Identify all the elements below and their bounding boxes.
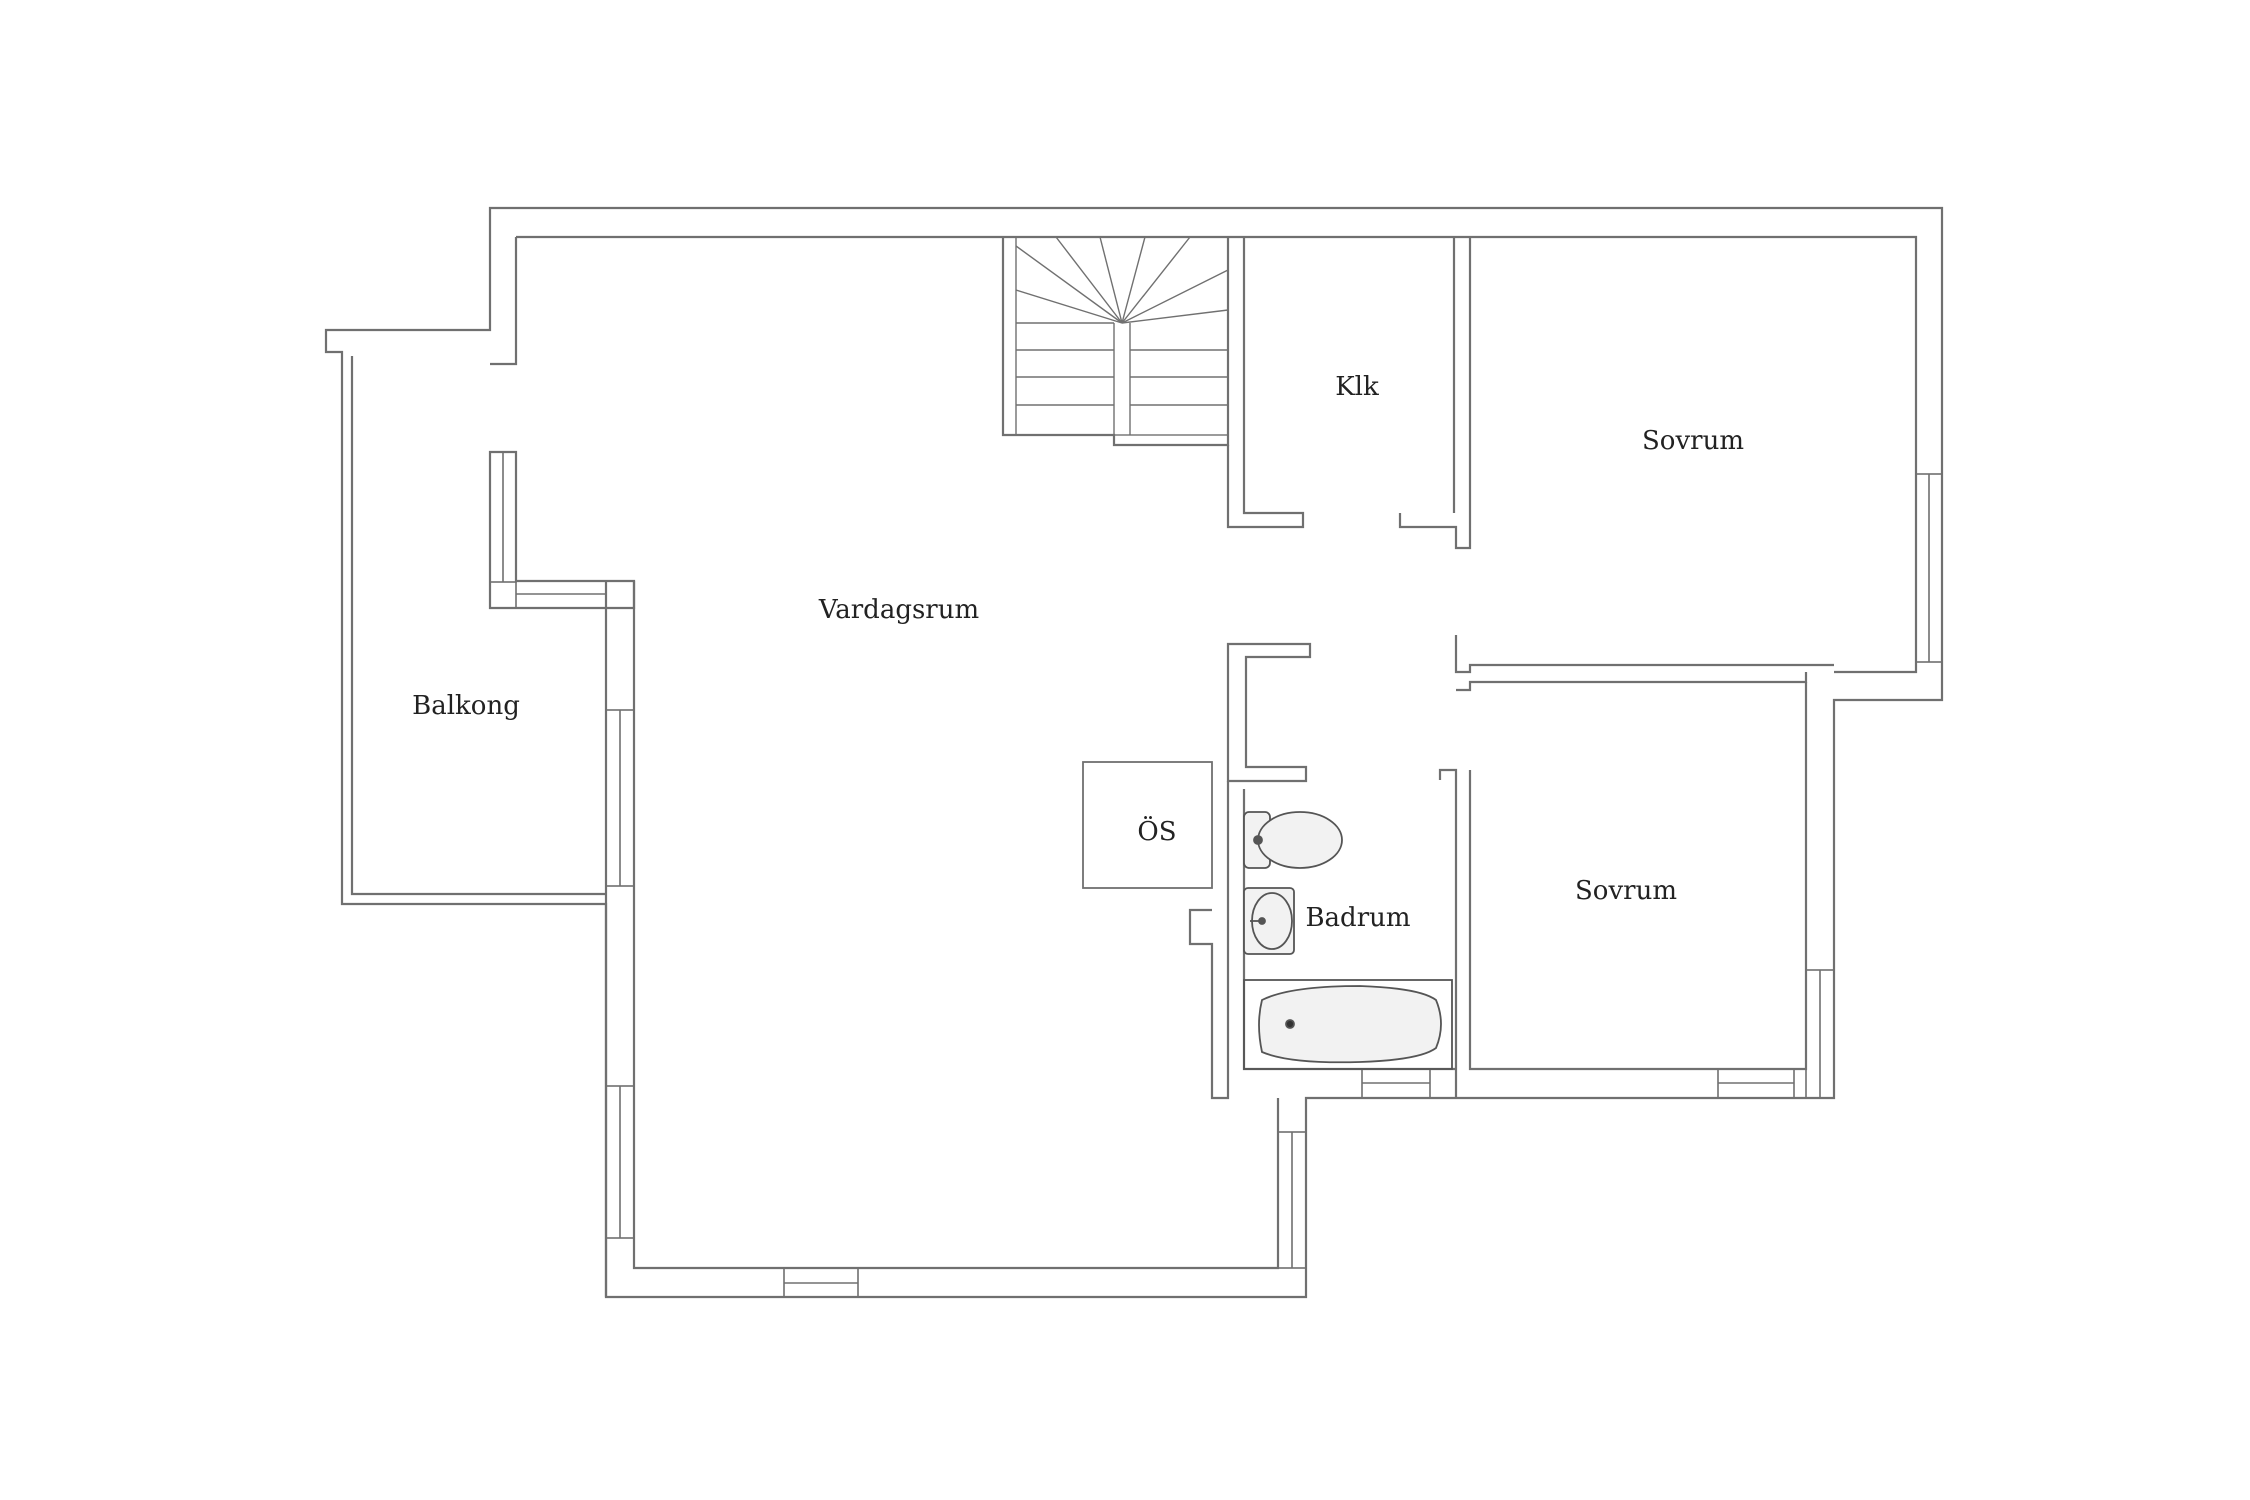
inner-wall-left [490,237,518,366]
corridor-wall [1188,781,1230,1100]
room-label-living: Vardagsrum [818,595,979,625]
room-label-storage: ÖS [1137,815,1176,847]
windows [489,451,1943,1298]
room-label-bedroom-top: Sovrum [1642,426,1744,456]
bathtub-icon [1243,979,1453,1070]
stair-icon [1015,236,1229,436]
room-label-bedroom-bottom: Sovrum [1575,876,1677,906]
balcony-inner [350,356,606,896]
room-label-bathroom: Badrum [1305,903,1410,933]
storage-box [1082,761,1213,889]
room-label-closet: Klk [1335,372,1379,402]
bedroom-top-wall [1454,635,1834,674]
sink-icon [1243,887,1295,955]
bedroom-bottom-left [1468,682,1808,1071]
bedroom-bottom-door [1438,768,1458,1098]
closet-wall-right [1398,237,1472,550]
closet-wall [1226,237,1305,529]
bedroom-divider [1456,672,1808,692]
room-label-balcony: Balkong [412,691,520,721]
bathroom-wall [1226,642,1312,783]
toilet-icon [1243,811,1343,869]
